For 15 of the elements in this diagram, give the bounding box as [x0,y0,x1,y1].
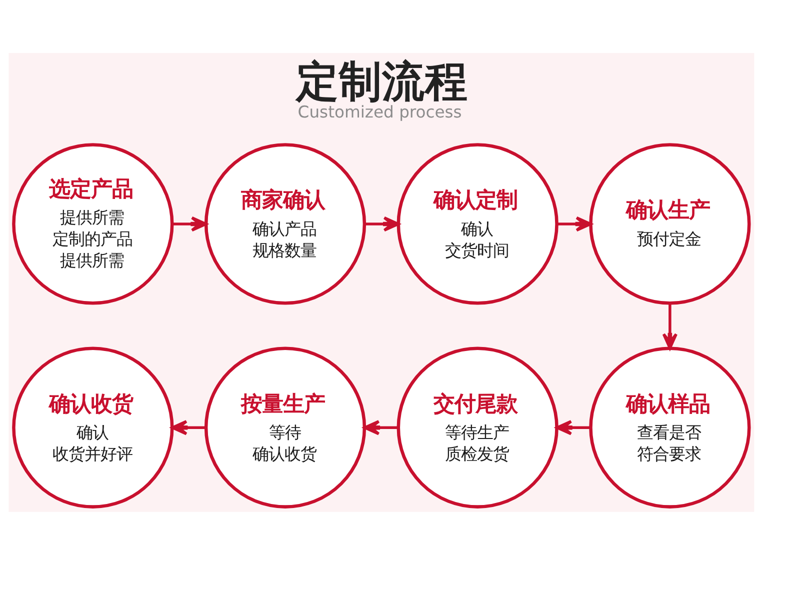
node-circle: 确认样品 查看是否 符合要求 [589,346,751,508]
node-circle: 确认定制 确认 交货时间 [396,142,558,304]
arrow [172,216,208,232]
arrow [364,216,400,232]
node-circle: 商家确认 确认产品 规格数量 [204,142,366,304]
node-circle: 选定产品 提供所需 定制的产品 提供所需 [12,142,174,304]
arrow [557,216,592,232]
arrow [662,302,678,349]
arrow [171,420,206,435]
arrow [556,420,591,435]
node-circle: 确认生产 预付定金 [589,142,751,304]
node-circle: 确认收货 确认 收货并好评 [12,346,174,508]
node-circle: 按量生产 等待 确认收货 [204,346,366,508]
arrow [363,420,398,435]
node-circle: 交付尾款 等待生产 质检发货 [396,346,558,508]
